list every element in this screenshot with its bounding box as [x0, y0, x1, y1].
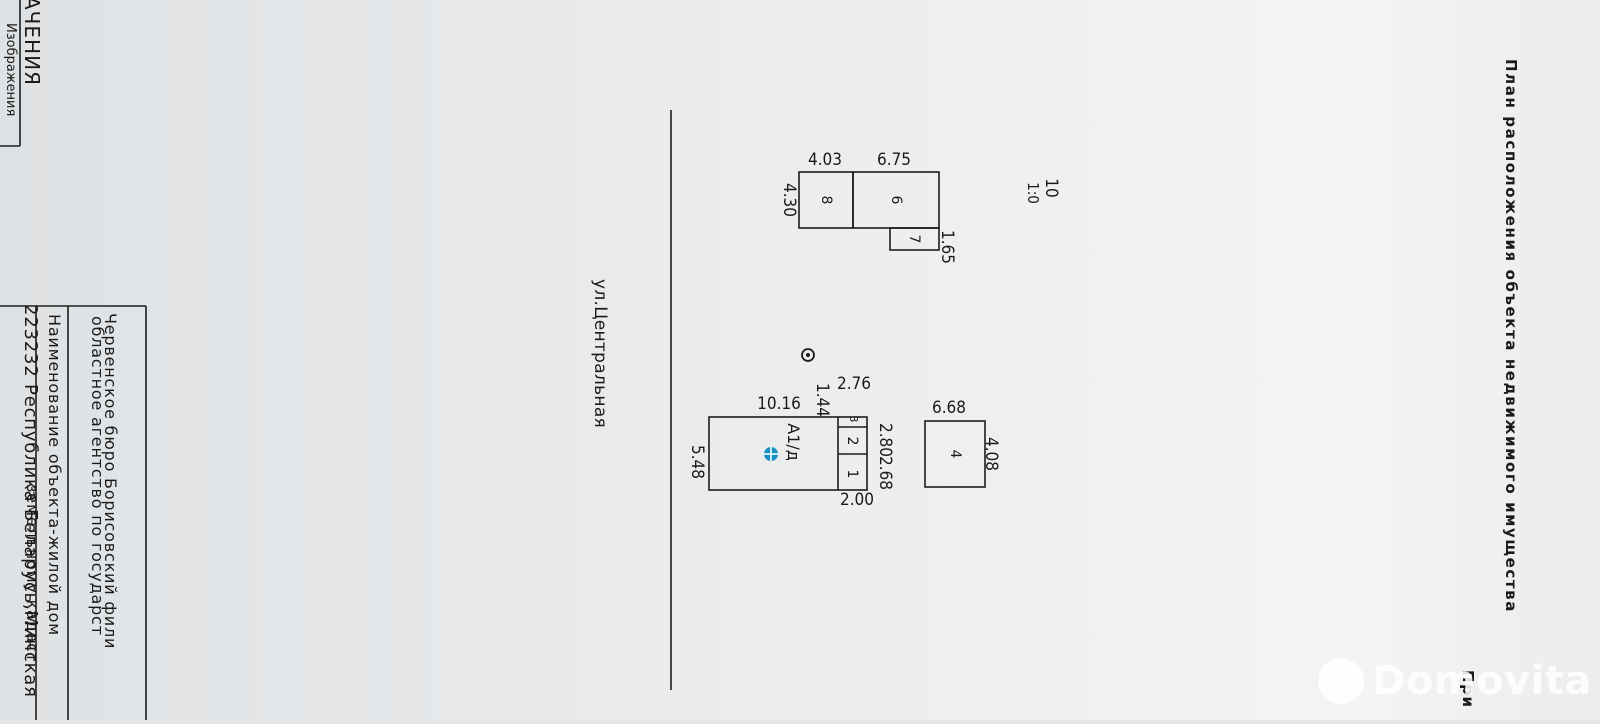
point-marker [801, 348, 815, 362]
scale-numerator: 10 [1041, 178, 1061, 198]
dim-main-width: 5.48 [687, 444, 707, 480]
dim-main-a: 2.76 [836, 374, 872, 394]
room-3-label: 3 [847, 415, 860, 423]
watermark-brand: Domovita [1372, 658, 1592, 704]
building-4 [924, 420, 986, 488]
left-edge-text: АЧЕНИЯ [20, 0, 44, 86]
building-6-label: 6 [888, 195, 904, 205]
building-8-label: 8 [818, 195, 834, 205]
dim-8-height: 4.30 [779, 182, 799, 218]
domovita-logo-icon [1318, 658, 1365, 704]
dim-7-width: 1.65 [937, 229, 957, 265]
domovita-watermark: Domovita [1318, 658, 1592, 704]
building-4-label: 4 [947, 449, 963, 459]
dim-4-width: 6.68 [931, 398, 967, 418]
dim-8-width: 4.03 [807, 150, 843, 170]
dim-main-b: 1.44 [812, 382, 832, 418]
building-main-label: А1/д [784, 423, 803, 461]
dim-4-height: 4.08 [981, 436, 1001, 472]
dim-main-length: 10.16 [757, 394, 801, 414]
stamp-line-2: областное агентство по государст [88, 316, 107, 636]
street-label: ул.Центральная [590, 279, 610, 429]
point-marker-dot [806, 353, 810, 357]
document-title: План расположения объекта недвижимого им… [1502, 59, 1520, 613]
stamp-line-4: Наименование объекта-жилой дом [45, 314, 64, 637]
scale-denominator: 1:0 [1024, 182, 1042, 204]
location-marker-icon [764, 447, 778, 461]
building-7 [889, 227, 940, 251]
dim-main-e: 2.00 [839, 490, 875, 510]
room-1-label: 1 [844, 469, 860, 479]
building-7-label: 7 [906, 234, 922, 244]
stamp-line-5: 223232 Республика Беларусь,Минская [20, 304, 41, 698]
dim-6-width: 6.75 [876, 150, 912, 170]
room-2-label: 2 [844, 436, 860, 446]
left-edge-caption: Изображения [3, 23, 18, 117]
